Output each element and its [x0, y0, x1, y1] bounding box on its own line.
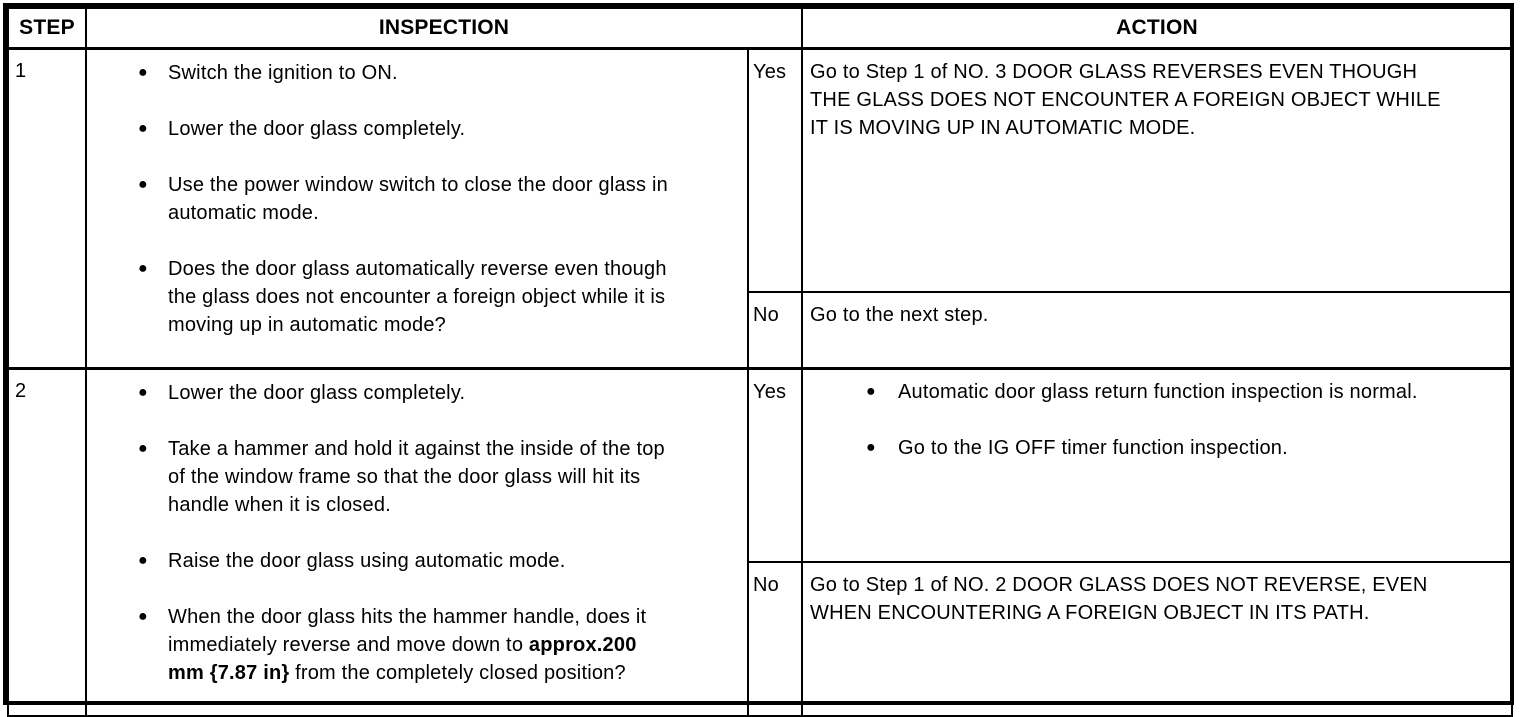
yes-action-step1: Go to Step 1 of NO. 3 DOOR GLASS REVERSE…: [801, 47, 1514, 293]
list-item: ● Does the door glass automatically reve…: [87, 255, 739, 339]
inspection-cell-step1: ● Switch the ignition to ON. ● Lower the…: [85, 47, 749, 369]
document-page: STEP INSPECTION ACTION 1 ● Switch the ig…: [3, 3, 1514, 717]
step-number-2: 2: [7, 366, 87, 717]
bullet-icon: ●: [138, 119, 148, 137]
list-item: ● Take a hammer and hold it against the …: [87, 435, 739, 519]
bullet-icon: ●: [138, 175, 148, 193]
inspection-text: When the door glass hits the hammer hand…: [168, 603, 668, 687]
inspection-action-table: STEP INSPECTION ACTION 1 ● Switch the ig…: [7, 7, 1514, 717]
list-item: ● Raise the door glass using automatic m…: [87, 547, 739, 575]
no-label-step1: No: [746, 291, 804, 369]
header-inspection: INSPECTION: [84, 7, 804, 50]
header-step: STEP: [7, 7, 87, 50]
bullet-icon: ●: [866, 438, 876, 456]
list-item: ● Automatic door glass return function i…: [810, 378, 1503, 406]
inspection-text-bold: approx.200 mm {7.87 in}: [168, 633, 637, 684]
action-text: Automatic door glass return function ins…: [898, 380, 1418, 403]
yes-label-step2: Yes: [746, 366, 804, 563]
inspection-text: Lower the door glass completely.: [168, 117, 466, 140]
yes-label-step1: Yes: [746, 47, 804, 293]
table-row-step1-no: No Go to the next step.: [8, 291, 1514, 369]
list-item: ● Use the power window switch to close t…: [87, 171, 739, 227]
inspection-text: Use the power window switch to close the…: [168, 173, 668, 224]
inspection-text: Take a hammer and hold it against the in…: [168, 437, 665, 516]
inspection-cell-step2: ● Lower the door glass completely. ● Tak…: [85, 366, 749, 717]
step-number-1: 1: [7, 47, 87, 369]
bullet-icon: ●: [138, 383, 148, 401]
action-text: Go to Step 1 of NO. 2 DOOR GLASS DOES NO…: [810, 574, 1428, 624]
list-item: ● Lower the door glass completely.: [87, 379, 739, 407]
bullet-icon: ●: [138, 259, 148, 277]
table-row-step2-yes: 2 ● Lower the door glass completely. ● T…: [7, 366, 1514, 717]
table-row-step2-no: No Go to Step 1 of NO. 2 DOOR GLASS DOES…: [8, 561, 1514, 717]
inspection-text: Raise the door glass using automatic mod…: [168, 549, 566, 572]
yes-action-step2: ● Automatic door glass return function i…: [801, 366, 1514, 563]
table-row-step1-yes: 1 ● Switch the ignition to ON. ● Lower t…: [7, 47, 1514, 369]
header-action: ACTION: [801, 7, 1514, 50]
no-label-step2: No: [746, 561, 804, 717]
bullet-icon: ●: [138, 439, 148, 457]
no-action-step1: Go to the next step.: [801, 291, 1514, 369]
inspection-text-pre: When the door glass hits the hammer hand…: [168, 605, 647, 656]
no-action-step2: Go to Step 1 of NO. 2 DOOR GLASS DOES NO…: [801, 561, 1514, 717]
list-item: ● When the door glass hits the hammer ha…: [87, 603, 739, 687]
inspection-text: Switch the ignition to ON.: [168, 61, 398, 84]
bullet-icon: ●: [138, 607, 148, 625]
list-item: ● Go to the IG OFF timer function inspec…: [810, 434, 1503, 462]
bullet-icon: ●: [138, 63, 148, 81]
bullet-icon: ●: [138, 551, 148, 569]
inspection-text: Lower the door glass completely.: [168, 381, 466, 404]
inspection-text: Does the door glass automatically revers…: [168, 257, 667, 336]
list-item: ● Switch the ignition to ON.: [87, 59, 739, 87]
bullet-icon: ●: [866, 382, 876, 400]
action-text: Go to Step 1 of NO. 3 DOOR GLASS REVERSE…: [810, 60, 1441, 139]
list-item: ● Lower the door glass completely.: [87, 115, 739, 143]
action-text: Go to the IG OFF timer function inspecti…: [898, 436, 1288, 459]
table-header-row: STEP INSPECTION ACTION: [7, 7, 1514, 50]
action-text: Go to the next step.: [810, 304, 989, 326]
inspection-text-post: from the completely closed position?: [289, 661, 626, 684]
